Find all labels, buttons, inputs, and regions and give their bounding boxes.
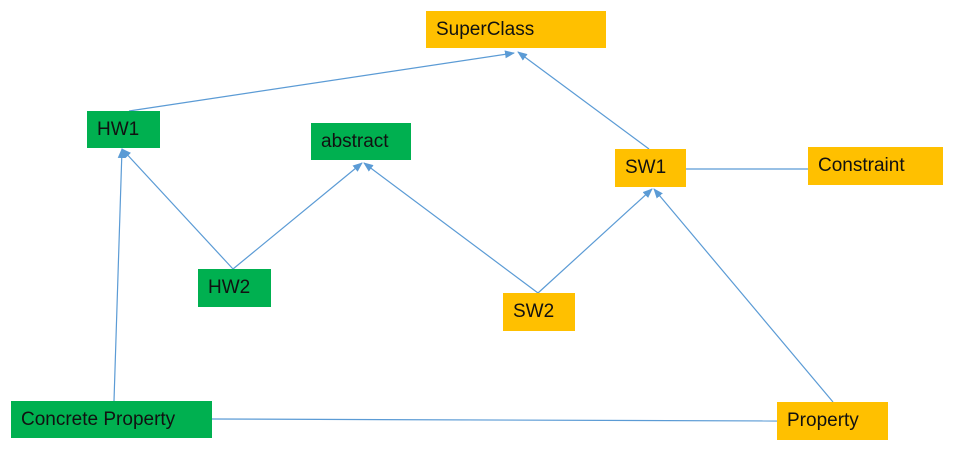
node-concrete-property: Concrete Property	[11, 401, 212, 438]
node-label: Constraint	[818, 155, 905, 176]
node-abstract: abstract	[311, 123, 411, 160]
node-constraint: Constraint	[808, 147, 943, 185]
node-label: HW2	[208, 277, 251, 298]
node-superclass: SuperClass	[426, 11, 606, 48]
node-sw1: SW1	[615, 149, 686, 187]
edge-sw1-to-superclass	[517, 51, 650, 150]
node-label: SW1	[625, 157, 667, 178]
edge-hw1-to-superclass	[128, 50, 515, 112]
edge-property-to-sw1	[653, 188, 834, 403]
node-property: Property	[777, 402, 888, 440]
node-label: Concrete Property	[21, 408, 176, 430]
node-label: Property	[787, 410, 859, 431]
edge-sw2-to-sw1	[537, 188, 653, 294]
node-label: SW2	[513, 301, 555, 322]
node-sw2: SW2	[503, 293, 575, 331]
node-label: HW1	[97, 118, 140, 140]
node-hw1: HW1	[87, 111, 160, 148]
edge-concrete-property-to-hw1	[113, 148, 126, 402]
edge-hw2-to-hw1	[121, 148, 234, 270]
node-label: abstract	[321, 130, 389, 152]
edge-sw2-to-abstract	[363, 162, 539, 294]
edge-concrete-property-to-property	[211, 418, 778, 422]
edge-hw2-to-abstract	[232, 162, 363, 270]
node-label: SuperClass	[436, 18, 535, 40]
node-hw2: HW2	[198, 269, 271, 307]
